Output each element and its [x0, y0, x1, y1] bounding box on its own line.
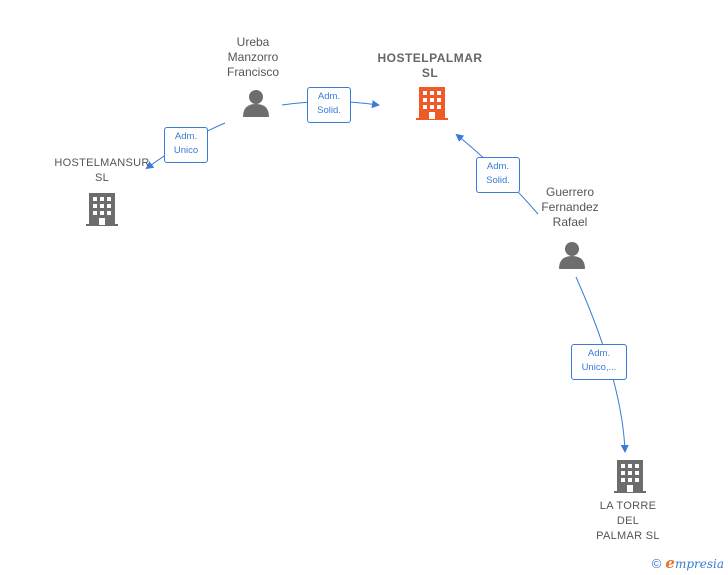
node-label-line: Rafael	[552, 215, 588, 229]
footer-brand[interactable]: ©empresia	[652, 554, 724, 572]
building-icon-focus[interactable]	[416, 87, 448, 120]
node-label-line: LA TORRE	[599, 500, 657, 512]
edge-label-line: Adm.	[587, 348, 611, 359]
node-label-ureba[interactable]: Ureba Manzorro Francisco	[213, 35, 293, 80]
edge-label-ureba-hostelpalmar[interactable]: Adm. Solid.	[307, 87, 351, 123]
node-label-line: PALMAR SL	[596, 530, 660, 542]
edge-label-guerrero-latorre[interactable]: Adm. Unico,...	[571, 344, 627, 380]
edge-label-line: Solid.	[317, 105, 341, 116]
brand-logo-initial: e	[665, 554, 675, 572]
person-icon[interactable]	[559, 242, 585, 269]
edge-label-line: Solid.	[486, 175, 510, 186]
edge-label-line: Adm.	[174, 131, 198, 142]
edge-label-guerrero-hostelpalmar[interactable]: Adm. Solid.	[476, 157, 520, 193]
node-label-line: Manzorro	[227, 50, 279, 64]
node-label-line: Guerrero	[545, 185, 595, 199]
node-label-line: Francisco	[226, 65, 279, 79]
node-label-hostelmansur[interactable]: HOSTELMANSUR SL	[42, 156, 162, 186]
brand-logo-text: mpresia	[674, 557, 724, 571]
edge-label-ureba-hostelmansur[interactable]: Adm. Unico	[164, 127, 208, 163]
edge-label-line: Unico	[173, 145, 199, 156]
node-label-latorre[interactable]: LA TORRE DEL PALMAR SL	[583, 499, 673, 544]
node-label-guerrero[interactable]: Guerrero Fernandez Rafael	[525, 185, 615, 230]
node-label-line: HOSTELPALMAR	[377, 51, 483, 65]
edge-label-line: Adm.	[317, 91, 341, 102]
building-icon[interactable]	[614, 460, 646, 493]
node-label-line: Fernandez	[541, 200, 599, 214]
edge-label-line: Adm.	[486, 161, 510, 172]
person-icon[interactable]	[243, 90, 269, 117]
node-label-line: Ureba	[236, 35, 270, 49]
node-label-line: SL	[94, 172, 110, 184]
node-label-line: DEL	[616, 515, 640, 527]
edge-label-line: Unico,...	[581, 362, 617, 373]
node-label-line: SL	[421, 66, 439, 80]
brand-logo: empresia	[665, 554, 724, 572]
node-label-line: HOSTELMANSUR	[54, 157, 150, 169]
node-label-hostelpalmar[interactable]: HOSTELPALMAR SL	[365, 51, 495, 81]
copyright-icon: ©	[651, 556, 662, 571]
building-icon[interactable]	[86, 193, 118, 226]
